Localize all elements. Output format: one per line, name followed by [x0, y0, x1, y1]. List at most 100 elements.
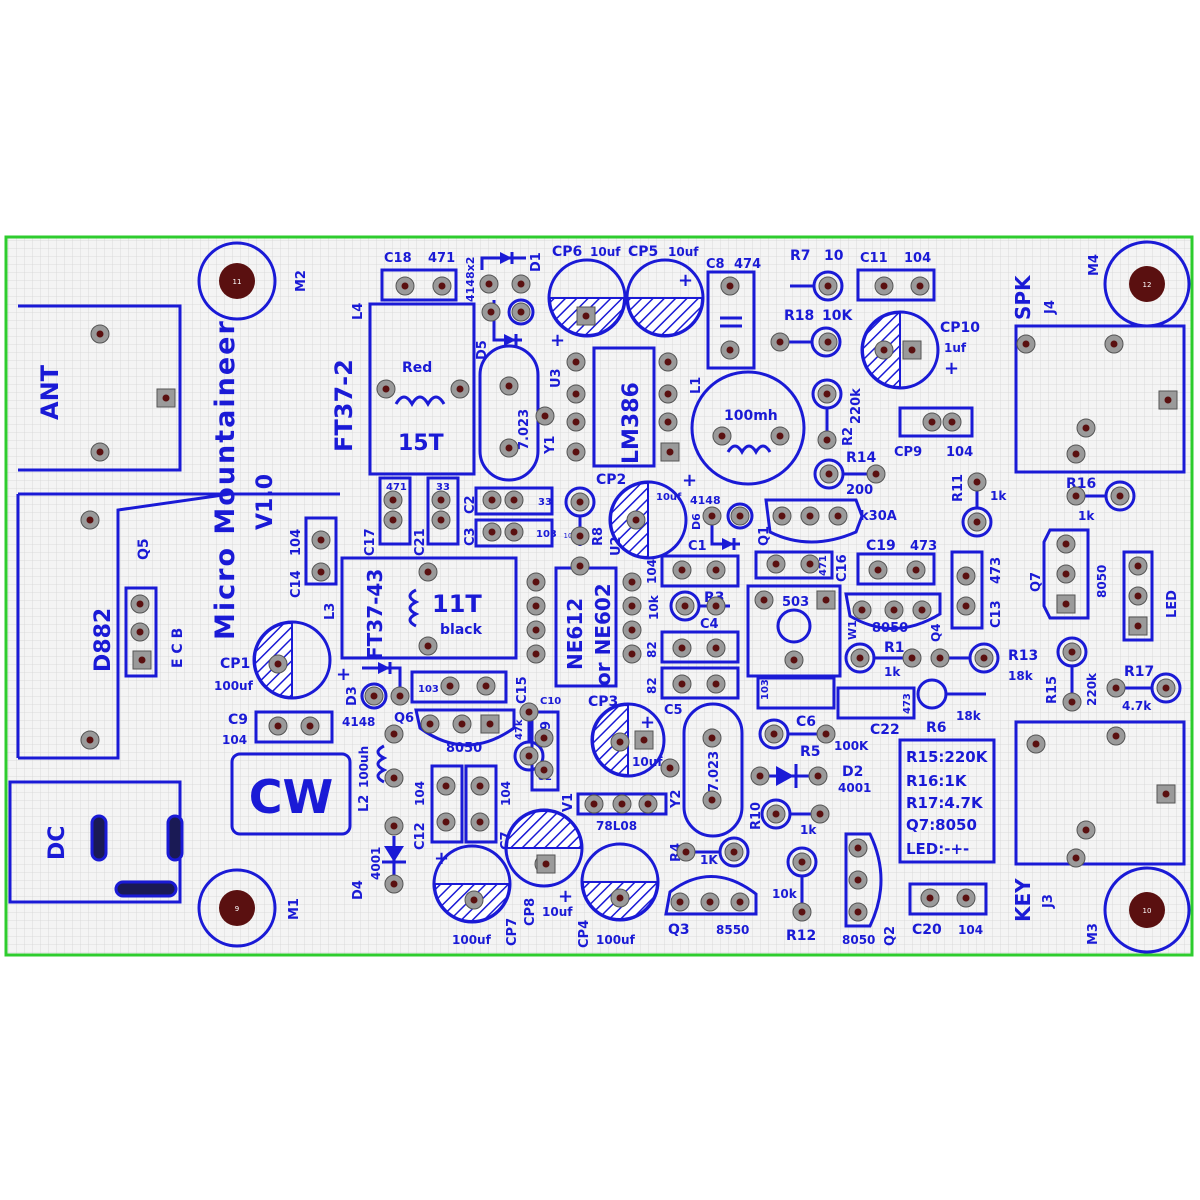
svg-text:471: 471	[386, 482, 407, 493]
svg-text:104: 104	[499, 781, 513, 806]
c16-capacitor: 471 C16	[754, 550, 850, 582]
cw-mode-box: CW	[230, 752, 352, 836]
svg-text:C5: C5	[664, 703, 683, 718]
cp3-capacitor: CP3 10uf +	[588, 694, 666, 778]
svg-text:C16: C16	[835, 554, 850, 582]
m3-ref: M3	[1086, 923, 1101, 945]
svg-text:103: 103	[536, 529, 557, 540]
svg-text:7.023: 7.023	[517, 409, 532, 450]
svg-text:CP2: CP2	[596, 472, 626, 488]
c21-capacitor: 33 C21	[413, 476, 460, 556]
svg-text:220k: 220k	[849, 388, 864, 424]
svg-text:9: 9	[235, 905, 239, 913]
legend-line: Q7:8050	[906, 816, 977, 834]
svg-text:10uf: 10uf	[656, 492, 682, 503]
svg-text:104: 104	[946, 445, 973, 460]
c14-capacitor: C14 104	[289, 516, 338, 598]
dc-connector: DC	[8, 780, 184, 904]
r12-resistor: R12 10k	[772, 846, 818, 944]
svg-text:C2: C2	[463, 495, 478, 514]
svg-text:L3: L3	[323, 603, 338, 620]
svg-text:C6: C6	[796, 714, 816, 730]
svg-text:10: 10	[564, 532, 573, 540]
svg-text:100mh: 100mh	[724, 408, 778, 424]
svg-text:100uh: 100uh	[357, 746, 371, 788]
svg-text:J3: J3	[1041, 894, 1056, 909]
svg-text:R1: R1	[884, 640, 905, 656]
svg-text:L1: L1	[689, 377, 704, 394]
svg-text:10uf: 10uf	[668, 245, 699, 259]
c13-capacitor: C13 473	[950, 550, 1004, 630]
svg-text:7.023: 7.023	[707, 751, 722, 792]
svg-text:CP10: CP10	[940, 320, 980, 336]
board-outline	[4, 235, 1194, 957]
svg-text:R12: R12	[786, 928, 816, 944]
svg-text:471: 471	[818, 555, 829, 576]
d1-diode: 4148x2 D1	[464, 252, 544, 326]
c3-capacitor: 103 C3	[463, 518, 557, 548]
svg-text:10k: 10k	[647, 594, 661, 620]
svg-text:8050: 8050	[446, 741, 482, 756]
svg-text:200: 200	[846, 483, 873, 498]
svg-text:100K: 100K	[834, 739, 869, 753]
svg-text:104: 104	[413, 781, 427, 806]
svg-text:U3: U3	[549, 368, 564, 388]
c15-capacitor: 103 C15	[410, 670, 530, 704]
mount-m3: 10 M3	[1086, 866, 1191, 954]
c5-capacitor: C5 82	[645, 666, 740, 718]
svg-text:473: 473	[910, 539, 937, 554]
r7-resistor: R7 10	[790, 248, 844, 302]
svg-text:C13: C13	[989, 600, 1004, 628]
svg-text:+: +	[640, 712, 655, 733]
svg-text:100uf: 100uf	[214, 679, 254, 693]
l2-inductor: L2 100uh	[357, 744, 388, 812]
svg-text:+: +	[336, 664, 351, 685]
svg-text:Q3: Q3	[668, 922, 690, 938]
svg-text:J4: J4	[1043, 300, 1058, 315]
svg-text:471: 471	[428, 251, 455, 266]
m4-ref: M4	[1087, 254, 1102, 276]
v1-regulator: 78L08 V1	[561, 792, 668, 833]
cp9-capacitor: CP9 104	[894, 406, 974, 460]
svg-text:KEY: KEY	[1011, 878, 1035, 922]
svg-text:1K: 1K	[700, 853, 718, 867]
svg-text:4148: 4148	[342, 715, 375, 729]
svg-text:R8: R8	[591, 527, 606, 546]
mount-m2: 11 M2	[197, 241, 309, 321]
svg-text:L2: L2	[357, 795, 372, 812]
svg-text:CP5: CP5	[628, 244, 658, 260]
svg-text:C18: C18	[384, 251, 412, 266]
svg-text:104: 104	[222, 733, 247, 747]
svg-text:503: 503	[782, 595, 809, 610]
q5-pins: E C B	[170, 628, 186, 668]
svg-text:C12: C12	[413, 822, 428, 850]
svg-text:or NE602: or NE602	[591, 583, 615, 686]
dc-label: DC	[45, 826, 70, 860]
svg-text:103: 103	[418, 684, 439, 695]
svg-text:+: +	[944, 358, 959, 379]
spk-connector: SPK J4	[1011, 274, 1186, 474]
svg-text:33: 33	[538, 497, 552, 508]
c1-capacitor: C1 104	[645, 539, 740, 588]
l1-inductor: 100mh L1	[689, 370, 806, 486]
svg-text:+: +	[558, 886, 573, 907]
r5-resistor: R5 100K	[758, 718, 869, 760]
svg-text:1uf: 1uf	[944, 341, 967, 355]
c18-capacitor: C18 471	[380, 251, 458, 302]
d4-diode: D4 4001	[351, 836, 406, 900]
svg-text:1k: 1k	[884, 665, 901, 679]
q1-transistor: k30A Q1	[757, 498, 897, 546]
q5-transistor: D882 Q5 E C B	[16, 492, 340, 760]
svg-text:8050: 8050	[872, 621, 908, 636]
q5-ref: Q5	[136, 538, 152, 560]
svg-text:Q4: Q4	[929, 623, 943, 642]
r6-resistor: R6 18k	[916, 678, 986, 736]
r14-resistor: R14 200	[813, 450, 877, 498]
svg-text:Q6: Q6	[394, 711, 414, 726]
svg-text:CP9: CP9	[894, 445, 922, 460]
svg-text:15T: 15T	[398, 431, 444, 456]
cw-label: CW	[249, 770, 334, 824]
svg-text:1k: 1k	[1078, 509, 1095, 523]
svg-text:C21: C21	[413, 528, 428, 556]
svg-text:C3: C3	[463, 527, 478, 546]
